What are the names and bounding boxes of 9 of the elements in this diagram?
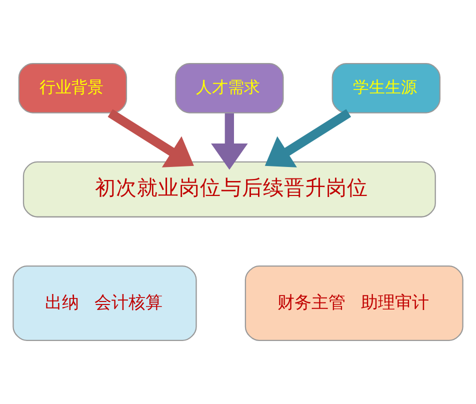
arrow <box>264 109 352 168</box>
node-box: 学生生源 <box>332 63 440 114</box>
node-box: 出纳 会计核算 <box>12 266 197 341</box>
node-box: 人才需求 <box>175 63 284 114</box>
node-box: 行业背景 <box>18 63 128 114</box>
node-box: 初次就业岗位与后续晋升岗位 <box>22 161 436 218</box>
arrow <box>211 113 248 170</box>
node-box: 财务主管 助理审计 <box>244 266 464 341</box>
arrow <box>108 109 194 168</box>
